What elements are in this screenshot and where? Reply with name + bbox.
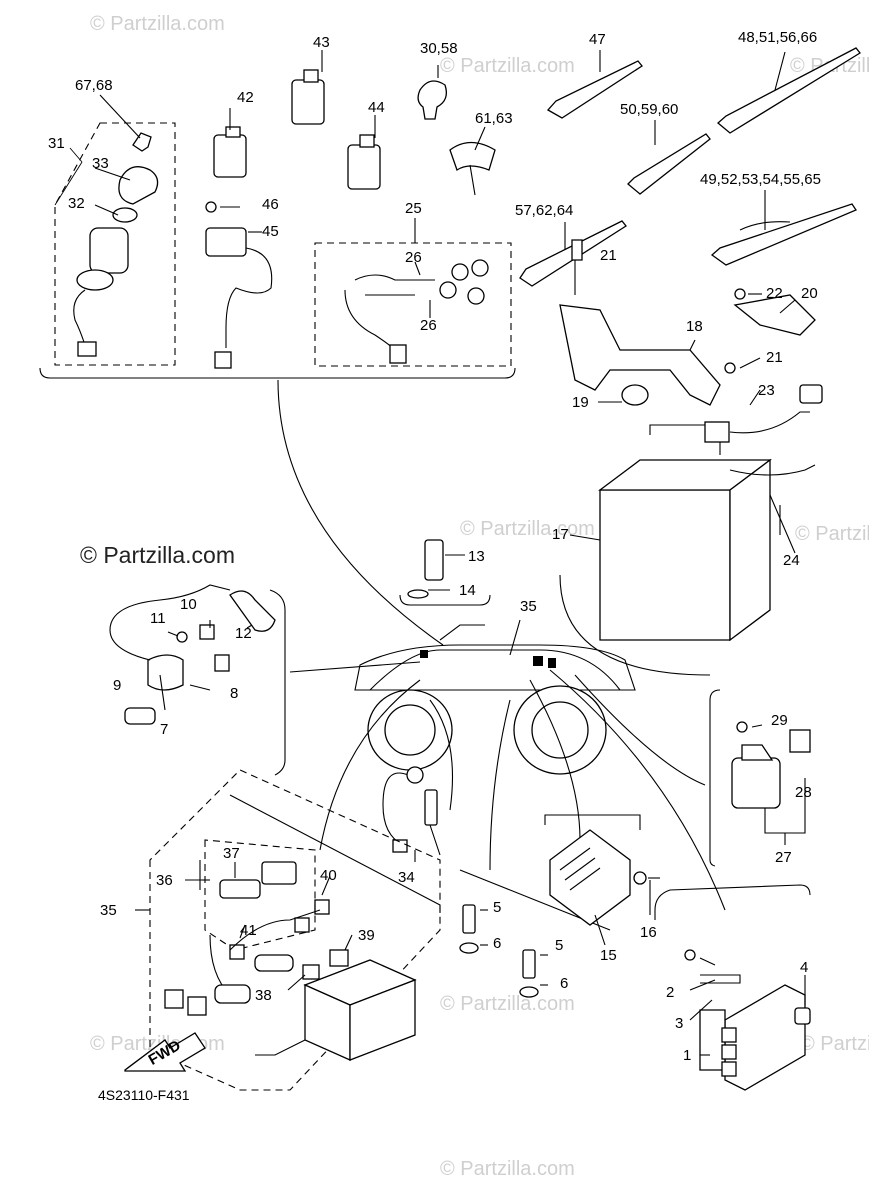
callout-label: 5 [555, 937, 563, 954]
watermark-main: © Partzilla.com [80, 542, 235, 568]
callout-label: 31 [48, 135, 65, 152]
cdi-unit [654, 884, 811, 1091]
sensor-45 [205, 201, 273, 369]
battery-area [559, 239, 823, 676]
callout-label: 49,52,53,54,55,65 [700, 171, 821, 188]
callout-label: 5 [493, 899, 501, 916]
callout-label: 9 [113, 677, 121, 694]
callout-label: 30,58 [420, 40, 458, 57]
callout-label: 39 [358, 927, 375, 944]
starter-relay-group [709, 689, 811, 867]
callout-label: 16 [640, 924, 657, 941]
callout-label: 8 [230, 685, 238, 702]
callout-label: 47 [589, 31, 606, 48]
callout-label: 35 [100, 902, 117, 919]
callout-label: 38 [255, 987, 272, 1004]
callout-label: 45 [262, 223, 279, 240]
callout-label: 57,62,64 [515, 202, 573, 219]
atv-vehicle [354, 619, 636, 775]
callout-label: 42 [237, 89, 254, 106]
callout-label: 15 [600, 947, 617, 964]
callout-label: 11 [150, 610, 166, 627]
switch-13 [399, 539, 491, 606]
callout-label: 67,68 [75, 77, 113, 94]
watermark: © Partzilla.com [800, 1033, 869, 1055]
callout-label: 17 [552, 526, 569, 543]
callout-label: 13 [468, 548, 485, 565]
watermark: © Partzilla.com [440, 993, 575, 1015]
callout-label: 35 [520, 598, 537, 615]
callout-label: 32 [68, 195, 85, 212]
callout-label: 20 [801, 285, 818, 302]
main-switch-group [54, 94, 176, 366]
callout-label: 44 [368, 99, 385, 116]
callout-label: 1 [683, 1047, 691, 1064]
callout-label: 36 [156, 872, 173, 889]
callout-label: 6 [493, 935, 501, 952]
watermark: © Partzilla.com [460, 518, 595, 540]
callout-label: 29 [771, 712, 788, 729]
callout-label: 26 [420, 317, 437, 334]
callout-label: 48,51,56,66 [738, 29, 817, 46]
callout-label: 14 [459, 582, 476, 599]
leader-lines [289, 661, 726, 911]
ignition-coil-group [109, 584, 286, 776]
callout-label: 25 [405, 200, 422, 217]
rectifier-15 [544, 814, 660, 946]
callout-label: 50,59,60 [620, 101, 678, 118]
callout-label: 27 [775, 849, 792, 866]
callout-label: 37 [223, 845, 240, 862]
cable-ties [519, 47, 861, 287]
sensor-34 [382, 766, 441, 862]
harness-25-group [314, 218, 512, 367]
callout-label: 6 [560, 975, 568, 992]
callout-label: 7 [160, 721, 168, 738]
callout-label: 10 [180, 596, 197, 613]
leader-line [277, 379, 444, 646]
drawing-code: 4S23110-F431 [98, 1087, 190, 1103]
top-section-bracket [39, 367, 516, 379]
callout-label: 21 [600, 247, 617, 264]
callout-label: 34 [398, 869, 415, 886]
callout-label: 24 [783, 552, 800, 569]
callout-label: 23 [758, 382, 775, 399]
callout-label: 2 [666, 984, 674, 1001]
callout-label: 21 [766, 349, 783, 366]
callout-label: 22 [766, 285, 783, 302]
callout-label: 28 [795, 784, 812, 801]
callout-label: 12 [235, 625, 252, 642]
callout-label: 33 [92, 155, 109, 172]
callout-label: 46 [262, 196, 279, 213]
relay-parts [213, 50, 381, 190]
clips [417, 65, 496, 196]
watermark: © Partzilla.com [440, 1158, 575, 1180]
watermark: © Partzilla.com [90, 13, 225, 35]
callout-label: 43 [313, 34, 330, 51]
watermark: © Partzilla.com [440, 55, 575, 77]
callout-label: 41 [240, 922, 257, 939]
callout-label: 18 [686, 318, 703, 335]
callout-labels: 67,68 31 33 32 42 43 30,58 47 48,51,56,6… [48, 29, 821, 1064]
callout-label: 4 [800, 959, 808, 976]
callout-label: 61,63 [475, 110, 513, 127]
callout-label: 40 [320, 867, 337, 884]
callout-label: 19 [572, 394, 589, 411]
watermark-group: © Partzilla.com © Partzilla.com © Partzi… [80, 13, 869, 1180]
watermark: © Partzilla.com [795, 523, 869, 545]
callout-label: 3 [675, 1015, 683, 1032]
wire-harness-group [135, 769, 441, 1091]
fwd-arrow: FWD [124, 1032, 206, 1072]
callout-label: 26 [405, 249, 422, 266]
